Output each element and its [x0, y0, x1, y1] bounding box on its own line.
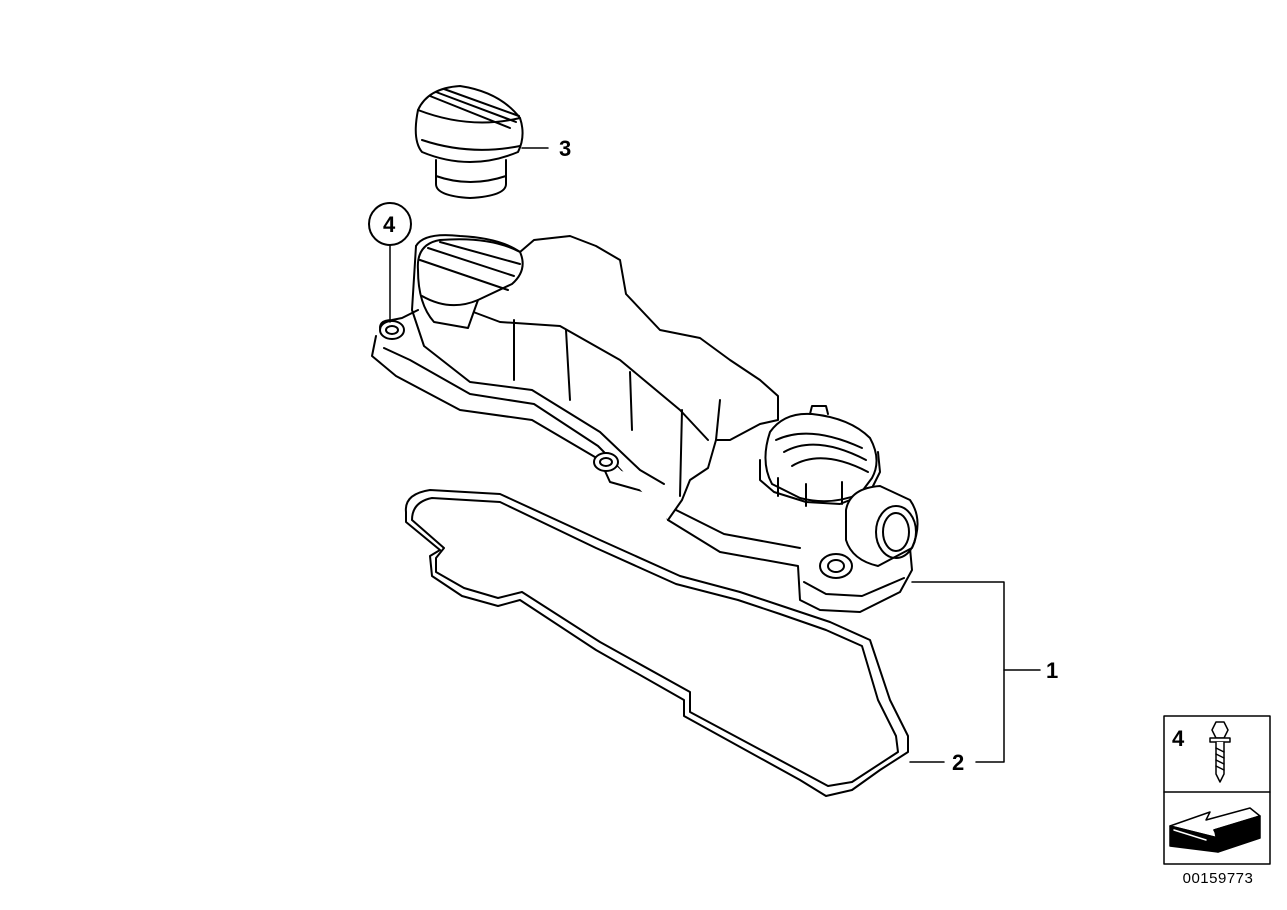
callout-4-circle-label: 4: [383, 212, 396, 237]
document-number: 00159773: [1182, 870, 1254, 887]
leader-lines: [389, 147, 1041, 763]
callout-3: 3: [559, 136, 571, 161]
gasket: [404, 489, 909, 797]
callout-2: 2: [952, 750, 964, 775]
callout-circle-4: [368, 202, 412, 246]
hex-bolt-icon: [1209, 721, 1231, 783]
legend-callout-4: 4: [1172, 726, 1185, 751]
callout-1: 1: [1046, 658, 1058, 683]
vent-housing: [371, 234, 919, 613]
direction-arrow-icon: [1169, 807, 1261, 853]
oil-filler-cap: [414, 85, 524, 199]
